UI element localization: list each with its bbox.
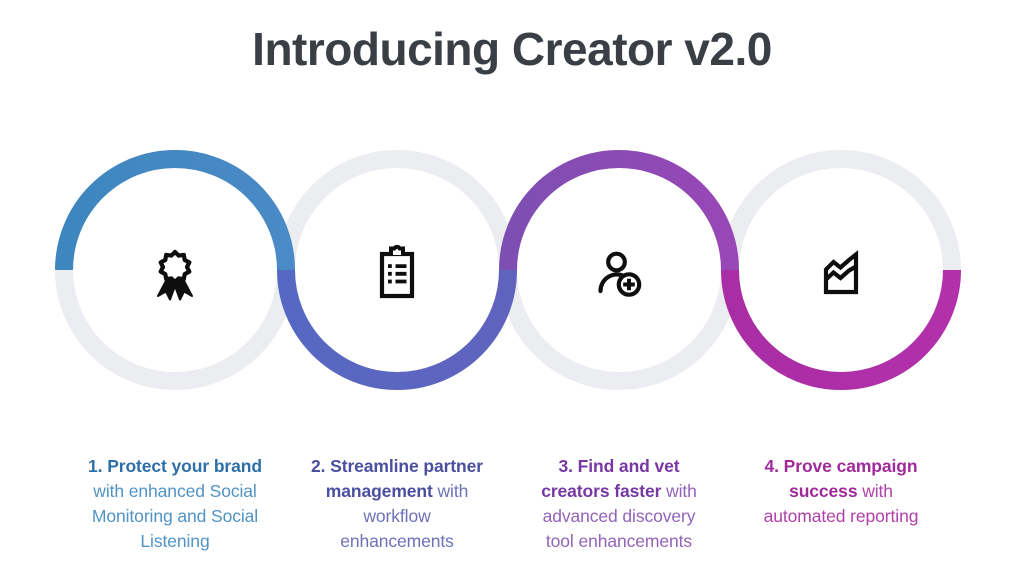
step-caption-1: 1. Protect your brand with enhanced Soci… — [63, 429, 287, 554]
step-caption-4: 4. Prove campaign success with automated… — [729, 429, 953, 529]
step-2-regular-text: with workflow enhancements — [340, 481, 469, 551]
person-add-icon — [598, 251, 642, 297]
step-3-bold-text: 3. Find and vet creators faster — [541, 456, 680, 501]
chain-arc-4 — [721, 269, 961, 390]
step-1-regular-text: with enhanced Social Monitoring and Soci… — [91, 481, 259, 551]
step-4-bold-text: 4. Prove campaign success — [764, 456, 918, 501]
chain-arc-2 — [277, 269, 517, 390]
clipboard-checklist-icon — [379, 244, 415, 299]
step-3-regular-text: with advanced discovery tool enhancement… — [542, 481, 697, 551]
chain-arc-3 — [499, 150, 739, 271]
step-caption-3: 3. Find and vet creators faster with adv… — [507, 429, 731, 554]
award-ribbon-icon — [157, 249, 193, 301]
page-title: Introducing Creator v2.0 — [252, 23, 772, 75]
area-chart-icon — [823, 250, 859, 295]
step-caption-2: 2. Streamline partner management with wo… — [285, 429, 509, 554]
step-1-bold-text: 1. Protect your brand — [88, 456, 262, 476]
step-2-bold-text: 2. Streamline partner management — [311, 456, 483, 501]
chain-arc-1 — [55, 150, 295, 271]
step-4-regular-text: with automated reporting — [763, 481, 919, 526]
